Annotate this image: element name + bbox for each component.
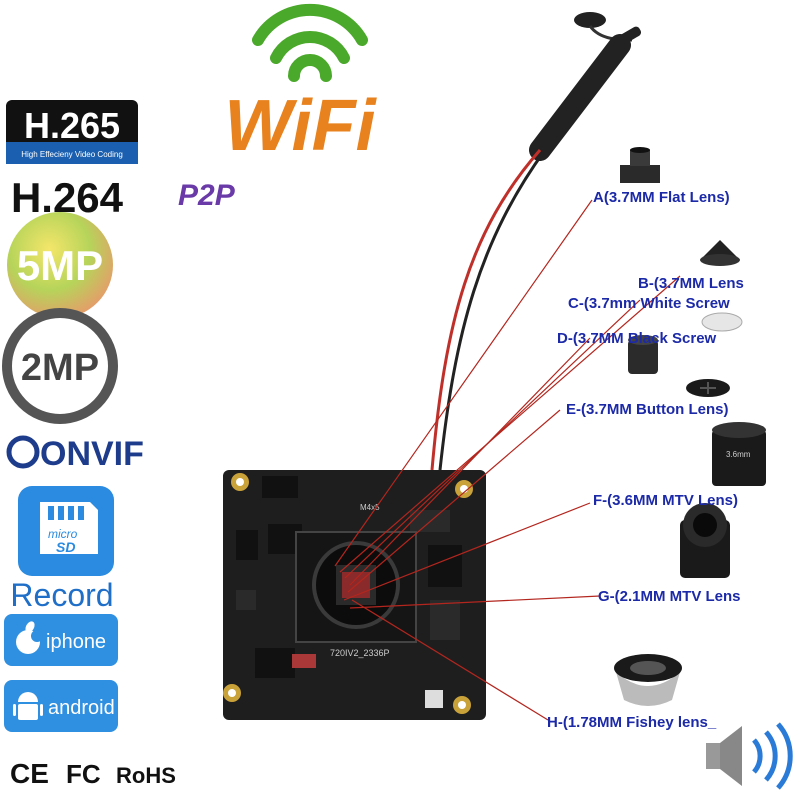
iphone-badge: iphone: [4, 614, 118, 666]
h265-badge: H.265 High Effecieny Video Coding: [6, 100, 138, 164]
2mp-label: 2MP: [21, 347, 99, 389]
5mp-badge: [7, 212, 113, 318]
lens-f-label: F-(3.6MM MTV Lens): [593, 492, 738, 509]
lens-d-image: [628, 335, 730, 397]
lens-c-label: C-(3.7mm White Screw: [568, 295, 730, 312]
lens-a-image: [620, 147, 660, 183]
5mp-label: 5MP: [17, 242, 103, 289]
ce-mark: CE: [10, 758, 49, 789]
lens-f-image: 3.6mm: [712, 422, 766, 486]
lens-h-label: H-(1.78MM Fishey lens_: [547, 714, 717, 731]
android-label: android: [48, 697, 115, 719]
microsd-icon: micro SD: [18, 486, 114, 576]
svg-text:SD: SD: [56, 539, 75, 555]
svg-text:micro: micro: [48, 527, 78, 541]
lens-f-mark: 3.6mm: [726, 450, 751, 459]
lens-a-label: A(3.7MM Flat Lens): [593, 189, 730, 206]
camera-board: 720IV2_2336P M4x5: [223, 470, 486, 720]
lens-c-image: [701, 312, 743, 332]
h265-subtitle: High Effecieny Video Coding: [21, 150, 123, 159]
wifi-label: WiFi: [224, 86, 377, 166]
board-top-text: M4x5: [360, 503, 380, 512]
2mp-badge: [2, 308, 118, 424]
lens-g-image: [680, 503, 730, 578]
lens-g-label: G-(2.1MM MTV Lens: [598, 588, 741, 605]
p2p-logo: P2P: [178, 179, 236, 212]
board-model-text: 720IV2_2336P: [330, 648, 390, 658]
android-badge: android: [4, 680, 118, 732]
lens-d-label: D-(3.7MM Black Screw: [557, 330, 717, 347]
lens-b-image: [700, 240, 740, 266]
microphone-cable: [430, 12, 642, 471]
record-label: Record: [10, 577, 113, 613]
rohs-mark: RoHS: [116, 763, 176, 788]
h265-title: H.265: [24, 105, 120, 146]
lens-h-image: [614, 654, 682, 706]
wifi-icon: [252, 3, 368, 82]
onvif-logo: ONVIF: [6, 435, 144, 473]
onvif-label: ONVIF: [40, 435, 144, 473]
speaker-icon: [706, 722, 793, 790]
iphone-label: iphone: [46, 631, 106, 653]
lens-b-label: B-(3.7MM Lens: [638, 275, 744, 292]
pointer-lines: [334, 199, 681, 721]
fc-mark: FC: [66, 759, 101, 789]
lens-e-label: E-(3.7MM Button Lens): [566, 401, 729, 418]
